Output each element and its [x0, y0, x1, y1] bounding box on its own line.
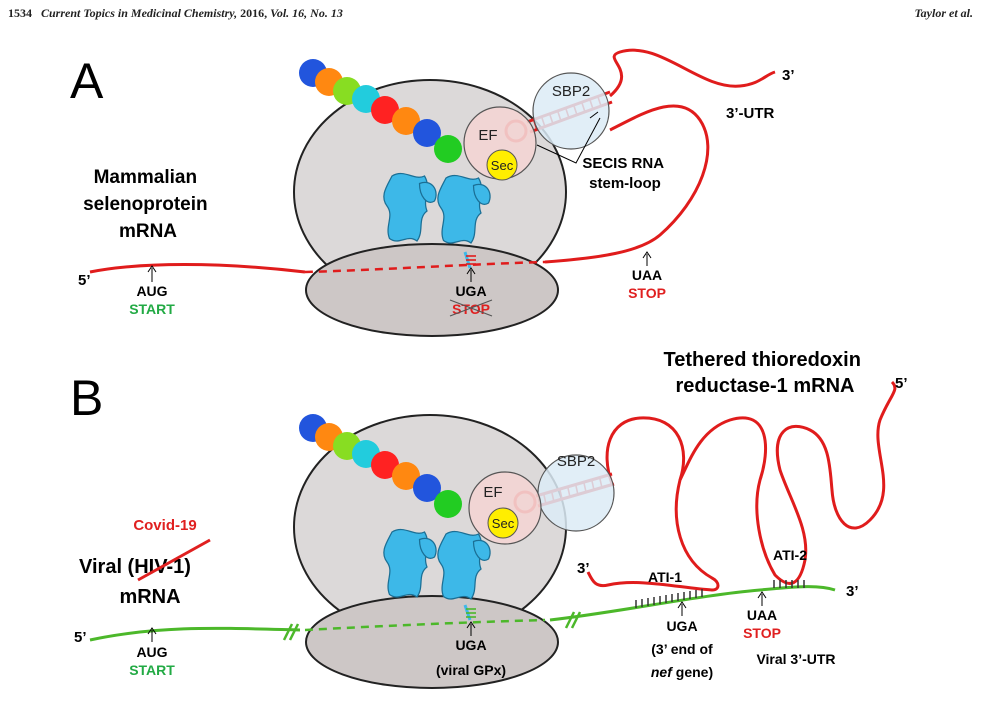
- five-prime-right-b: 5’: [895, 375, 908, 392]
- uga-arrow: [466, 267, 476, 282]
- aug-arrow: [147, 265, 157, 282]
- three-prime-utr-label: 3’-UTR: [726, 105, 775, 122]
- uaa-label: UAA: [632, 267, 662, 283]
- three-prime-right-b: 3’: [846, 583, 859, 600]
- start-label: START: [129, 301, 175, 317]
- ef-label-b: EF: [483, 484, 502, 501]
- covid-label: Covid-19: [133, 517, 196, 534]
- viral-gpx-label: (viral GPx): [436, 662, 506, 678]
- stop-strikethrough: [449, 299, 493, 317]
- uga-codon-mark: [466, 255, 476, 265]
- ribosome-small-subunit-b: [305, 595, 559, 689]
- running-header-authors: Taylor et al.: [914, 6, 973, 20]
- viral-mrna-3prime: [549, 585, 836, 622]
- ribosome-small-subunit: [305, 243, 559, 337]
- panel-a-title: Mammalian selenoprotein mRNA: [83, 167, 213, 242]
- viral-mrna-5prime: [89, 626, 301, 642]
- uga2-label: UGA: [666, 618, 697, 634]
- uga-codon-mark-b: [466, 608, 476, 618]
- sec-residue: [486, 149, 518, 181]
- five-prime-left-b: 5’: [74, 629, 87, 646]
- three-prime-left-b: 3’: [577, 560, 590, 577]
- viral-utr-label: Viral 3’-UTR: [756, 651, 835, 667]
- uga-label: UGA: [455, 283, 486, 299]
- five-prime-label: 5’: [78, 272, 91, 289]
- page-number: 1534: [8, 6, 32, 20]
- ati1-label: ATI-1: [648, 569, 682, 585]
- sec-residue-b: [487, 507, 519, 539]
- running-header: 1534 Current Topics in Medicinal Chemist…: [8, 6, 343, 21]
- ef-label: EF: [478, 127, 497, 144]
- three-prime-label: 3’: [782, 67, 795, 84]
- start-label-b: START: [129, 662, 175, 678]
- panel-a: A Mammalian selenoprotein mRNA: [70, 48, 795, 337]
- stop-label-b: STOP: [743, 625, 781, 641]
- polypeptide-chain-b: [299, 414, 462, 518]
- panel-b-letter: B: [70, 370, 103, 426]
- panel-b: B Tethered thioredoxin reductase-1 mRNA: [70, 349, 908, 689]
- mrna-5prime-segment: [89, 263, 306, 274]
- tethered-title: Tethered thioredoxin reductase-1 mRNA: [664, 349, 867, 397]
- panel-a-letter: A: [70, 53, 104, 109]
- nef-line1: (3’ end of: [651, 641, 713, 657]
- aug-arrow-b: [147, 627, 157, 642]
- uga-arrow-b: [466, 621, 476, 636]
- journal-issue: No. 13: [310, 6, 343, 20]
- aug-label: AUG: [136, 283, 167, 299]
- mrna-3prime-tail: [609, 48, 776, 98]
- polypeptide-chain: [299, 59, 462, 163]
- journal-name: Current Topics in Medicinal Chemistry,: [41, 6, 238, 20]
- sbp2-label: SBP2: [552, 83, 590, 100]
- hiv-strikethrough: [137, 538, 211, 582]
- journal-year: 2016,: [240, 6, 268, 20]
- mrna-ribosome-segment: [304, 260, 546, 274]
- stop-label: STOP: [628, 285, 666, 301]
- ati2-base-pairing: [773, 580, 805, 588]
- viral-mrna-label: mRNA: [119, 586, 180, 608]
- journal-volume: Vol. 16,: [270, 6, 308, 20]
- sec-label-b: Sec: [492, 516, 515, 531]
- uaa-arrow: [642, 251, 652, 266]
- ati2-label: ATI-2: [773, 547, 807, 563]
- trxr1-loop-2: [678, 380, 897, 585]
- uaa-arrow-b: [757, 591, 767, 606]
- secis-label: SECIS RNA stem-loop: [582, 155, 667, 192]
- mrna-3prime-utr-segment: [544, 104, 710, 264]
- sbp2-label-b: SBP2: [557, 453, 595, 470]
- uaa-label-b: UAA: [747, 607, 777, 623]
- secis-pointer-lines: [536, 111, 601, 164]
- sbp2-protein: [532, 72, 610, 150]
- ati1-base-pairing: [635, 589, 703, 608]
- sec-label: Sec: [491, 158, 514, 173]
- trxr1-loop-1: [586, 416, 720, 592]
- viral-mrna-ribosome: [304, 618, 546, 632]
- aug-label-b: AUG: [136, 644, 167, 660]
- uga-label-b: UGA: [455, 637, 486, 653]
- nef-line2: nef gene): [651, 664, 713, 680]
- sequence-break-marks: [282, 611, 582, 641]
- uga2-arrow: [677, 601, 687, 616]
